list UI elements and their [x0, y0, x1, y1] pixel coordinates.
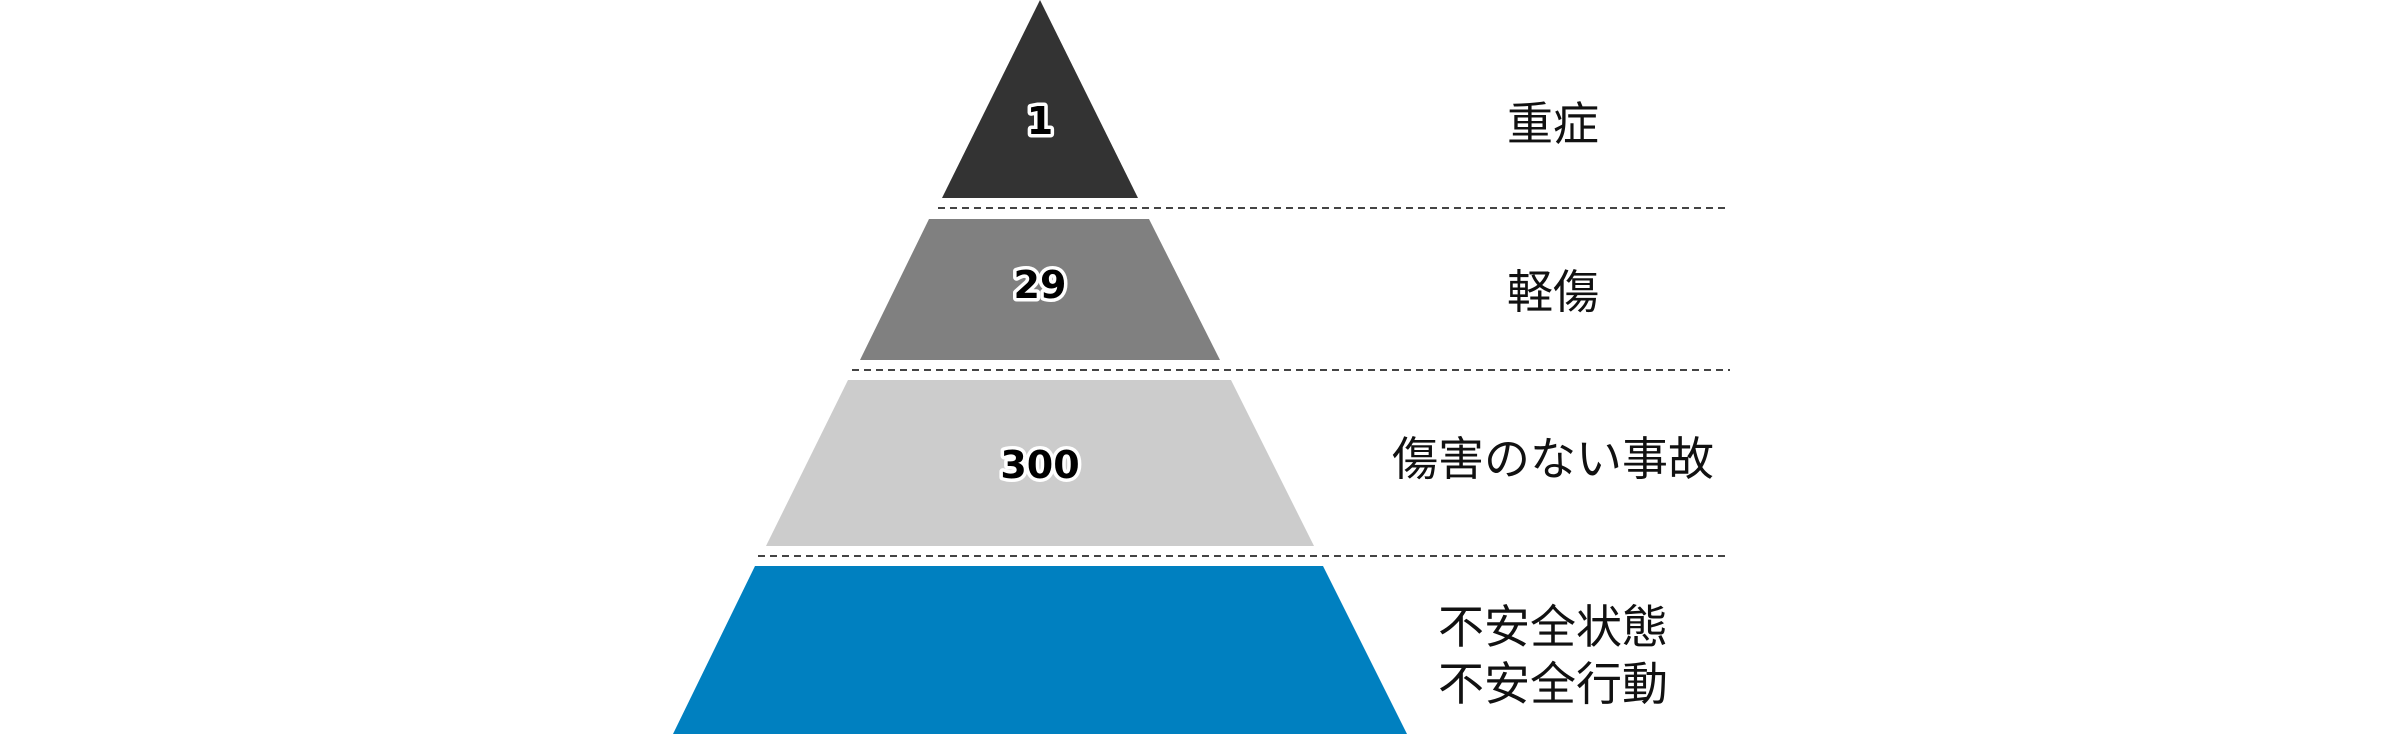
level-label-4-line-1: 不安全状態	[1438, 600, 1668, 654]
pyramid-level-1: 1 重症	[942, 0, 1599, 198]
level-count-1: 1	[1027, 99, 1053, 143]
pyramid-shape-1	[942, 0, 1138, 198]
pyramid-level-2: 29 軽傷	[860, 219, 1599, 360]
level-label-1: 重症	[1507, 97, 1599, 151]
level-label-4-line-2: 不安全行動	[1438, 657, 1668, 711]
pyramid-shape-3	[766, 380, 1314, 546]
pyramid-shape-4	[673, 566, 1407, 734]
pyramid-shape-2	[860, 219, 1220, 360]
level-count-2: 29	[1014, 263, 1067, 307]
level-count-3: 300	[1000, 443, 1079, 487]
pyramid-level-3: 300 傷害のない事故	[766, 380, 1714, 546]
pyramid-level-4: 不安全状態 不安全行動	[673, 566, 1668, 734]
level-label-2: 軽傷	[1507, 265, 1599, 319]
level-label-3: 傷害のない事故	[1392, 432, 1714, 486]
